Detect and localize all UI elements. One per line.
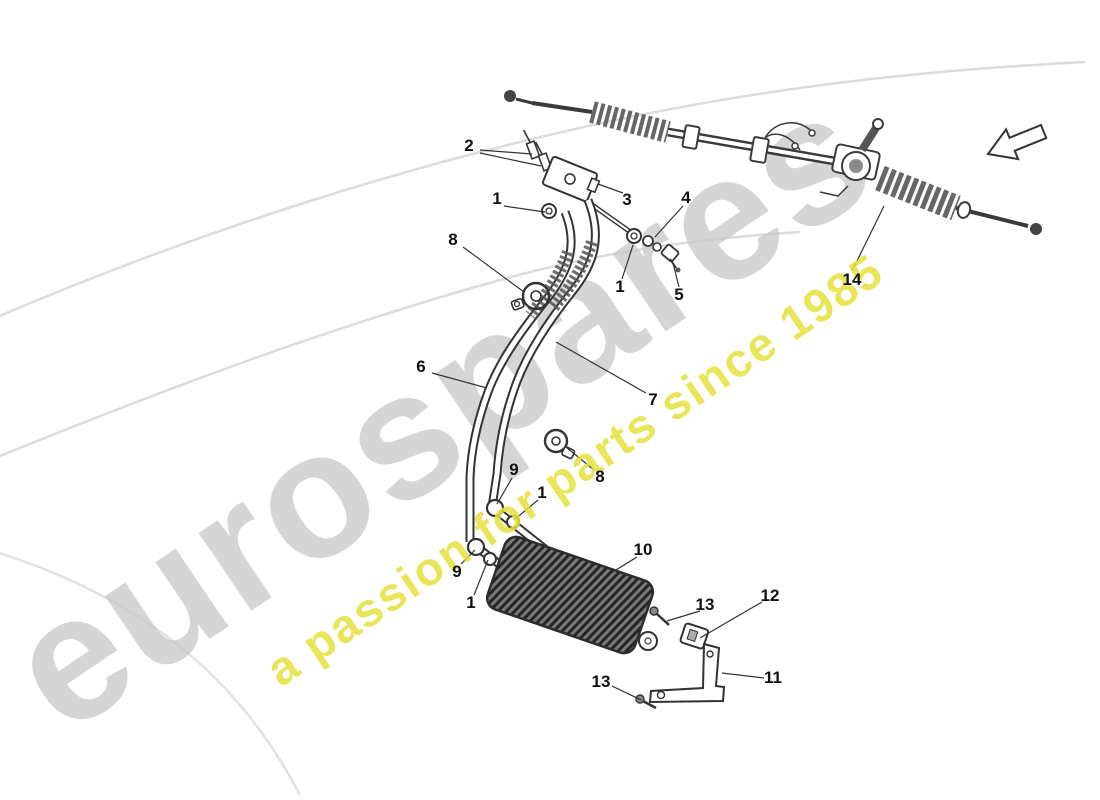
bellows-boot-left [589, 101, 671, 143]
swoosh-curve-upper [0, 60, 1086, 318]
sealing-washer [642, 235, 654, 247]
l-bracket [648, 642, 726, 704]
swoosh-curve-middle [0, 230, 801, 458]
jam-nut [956, 201, 972, 219]
callout-9b: 9 [452, 562, 462, 581]
oil-cooler-body [485, 535, 655, 655]
tie-rod-end-left [504, 90, 516, 102]
mounting-hardware [635, 606, 726, 710]
hose-clamps [510, 281, 576, 460]
callout-12: 12 [760, 586, 780, 605]
callout-13b: 13 [591, 672, 611, 691]
hydraulic-pipe-loop [764, 122, 813, 151]
clamp-bracket [679, 622, 710, 650]
pipe-clamp-ring-upper [485, 498, 505, 518]
callout-4: 4 [681, 188, 691, 207]
hose-clamp-upper [521, 281, 551, 311]
valve-block [542, 156, 601, 202]
hose-corrugation [548, 240, 598, 312]
callout-5: 5 [674, 285, 684, 304]
callout-2: 2 [464, 136, 474, 155]
callout-6: 6 [416, 357, 426, 376]
callout-8b: 8 [595, 467, 605, 486]
pipe-clamp-ring-lower [466, 537, 486, 557]
callout-14: 14 [842, 270, 862, 289]
screw-upper [649, 606, 659, 616]
swoosh-curve-lower [0, 551, 302, 796]
rack-mount-clamp [681, 124, 701, 150]
steering-rack-assembly [504, 90, 1042, 235]
callout-leader-lines [431, 149, 885, 701]
valve-block-group [522, 129, 601, 219]
bellows-boot-right [875, 165, 961, 221]
tie-rod-end-right [1030, 223, 1042, 235]
callout-8a: 8 [448, 230, 458, 249]
callout-10: 10 [633, 540, 653, 559]
pinion-input-shaft [858, 125, 880, 153]
rack-mount-clamp-2 [749, 136, 770, 164]
callout-1d: 1 [466, 593, 476, 612]
tie-rod-left [531, 101, 593, 114]
oil-cooler [485, 535, 658, 655]
oil-hoses [465, 198, 600, 542]
callout-1b: 1 [615, 277, 625, 296]
pressure-switch-1 [525, 140, 541, 160]
bleed-valve [660, 243, 680, 263]
callout-1a: 1 [492, 189, 502, 208]
callout-3: 3 [622, 190, 632, 209]
callout-9a: 9 [509, 460, 519, 479]
callout-11: 11 [764, 668, 782, 687]
direction-arrow-icon [986, 123, 1048, 161]
callout-7: 7 [648, 390, 658, 409]
callout-13a: 13 [695, 595, 715, 614]
fittings-group [586, 199, 681, 273]
callout-1c: 1 [537, 483, 547, 502]
